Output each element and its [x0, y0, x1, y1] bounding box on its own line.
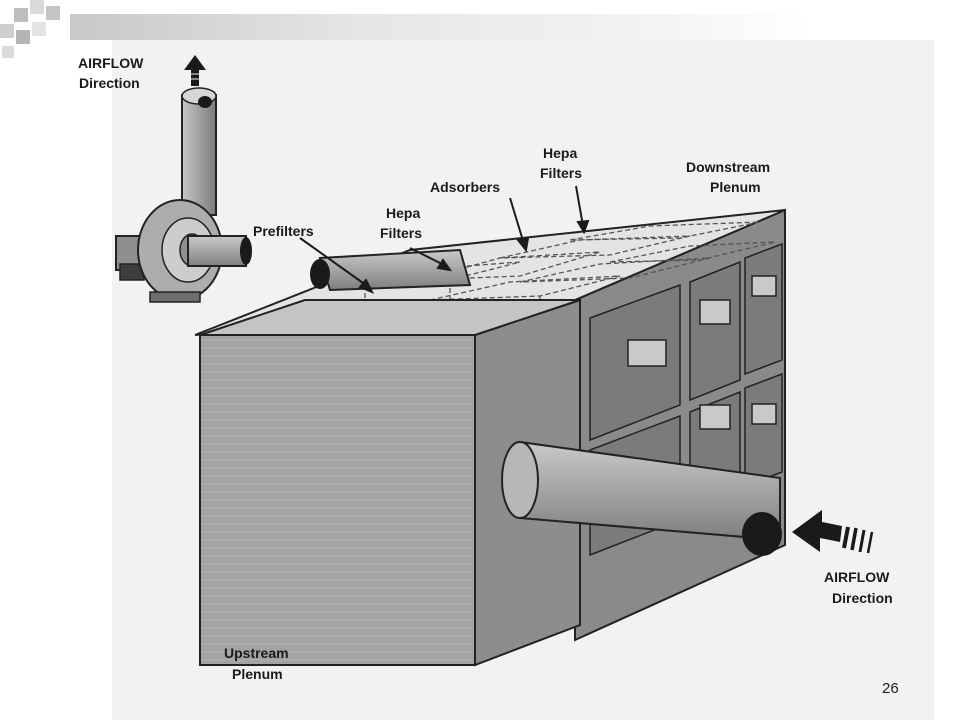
- hepa1-label-line2: Filters: [380, 225, 422, 241]
- blower-fan: [115, 87, 252, 303]
- access-doors: [589, 242, 783, 557]
- upstream-plenum-front: [199, 334, 476, 666]
- hepa1-label-line1: Hepa: [386, 205, 420, 221]
- downstream-label-line2: Plenum: [710, 179, 761, 195]
- upstream-label-line1: Upstream: [224, 645, 289, 661]
- deco-square: [14, 8, 28, 22]
- deco-square: [0, 24, 14, 38]
- adsorbers-label: Adsorbers: [430, 179, 500, 195]
- inlet-duct-pipe: [501, 440, 782, 556]
- callout-leaders: [299, 185, 590, 294]
- airflow-top-label: AIRFLOW: [78, 55, 144, 71]
- deco-square: [32, 22, 46, 36]
- prefilters-label: Prefilters: [253, 223, 314, 239]
- deco-square: [16, 30, 30, 44]
- slide-header-decoration: [0, 0, 960, 60]
- hepa2-label-line2: Filters: [540, 165, 582, 181]
- airflow-bottom-label: AIRFLOW: [824, 569, 890, 585]
- deco-square: [30, 0, 44, 14]
- hepa2-label-line1: Hepa: [543, 145, 577, 161]
- upstream-label-line2: Plenum: [232, 666, 283, 682]
- airflow-arrow-left: [792, 510, 874, 554]
- slide-page-number: 26: [882, 680, 899, 697]
- upstream-plenum-top: [199, 299, 581, 336]
- direction-top-label: Direction: [79, 75, 140, 91]
- direction-bottom-label: Direction: [832, 590, 893, 606]
- header-gradient-bar: [70, 14, 810, 40]
- deco-square: [46, 6, 60, 20]
- downstream-label-line1: Downstream: [686, 159, 770, 175]
- airflow-arrow-up: [184, 55, 206, 86]
- deco-square: [2, 46, 14, 58]
